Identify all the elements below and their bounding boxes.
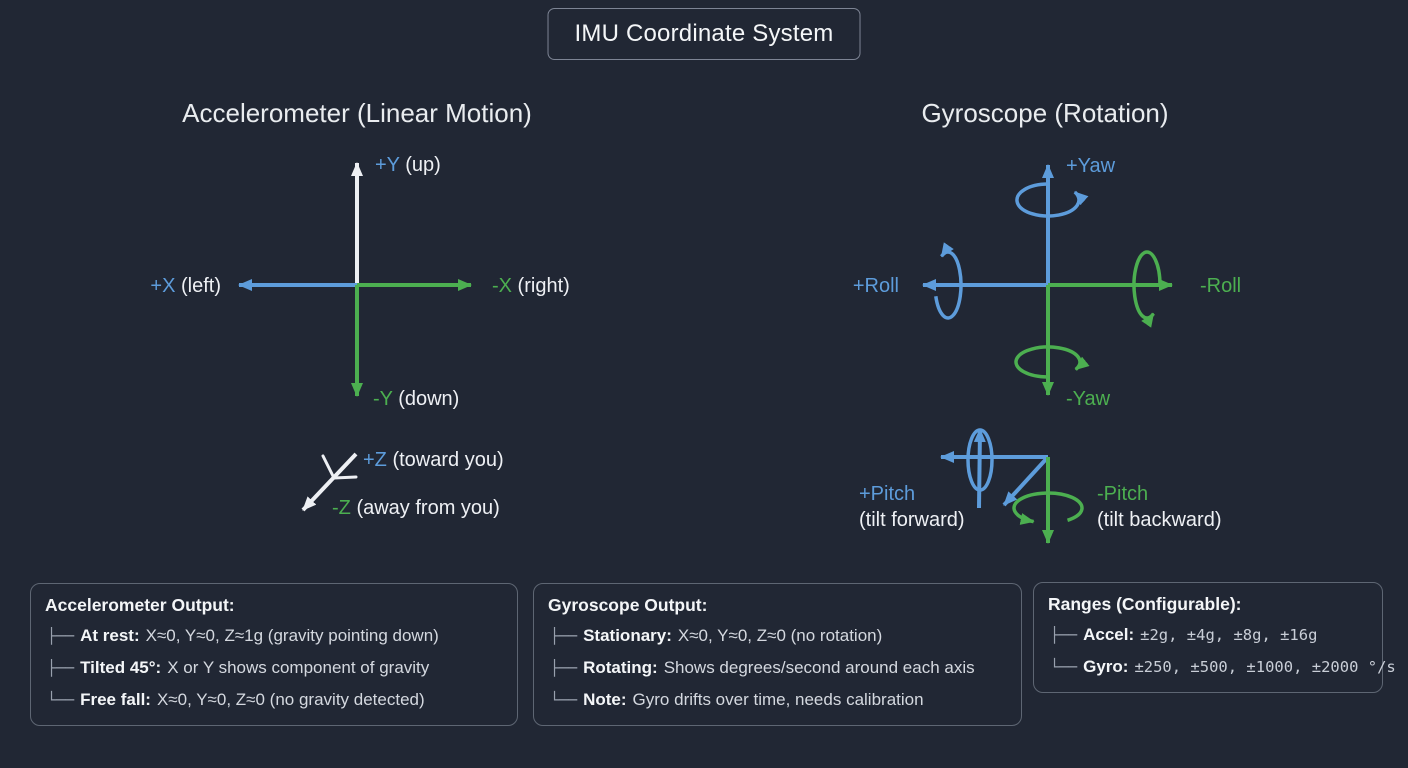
axis-desc: (toward you) xyxy=(386,449,504,471)
range-row: └── Gyro: ±250, ±500, ±1000, ±2000 °/s xyxy=(1048,651,1396,683)
accel-label-minus-x: -X (right) xyxy=(492,275,570,298)
gyro-label-plus-pitch: +Pitch (tilt forward) xyxy=(859,481,965,533)
tree-branch-glyph: └── xyxy=(47,691,75,709)
pitch-green-rotation-ellipse xyxy=(1012,491,1084,525)
row-text: X≈0, Y≈0, Z≈1g (gravity pointing down) xyxy=(145,626,439,645)
gyroscope-output-box: Gyroscope Output: ├── Stationary: X≈0, Y≈0… xyxy=(533,583,1022,726)
tree-branch-glyph: ├── xyxy=(47,659,75,677)
output-row: ├── At rest: X≈0, Y≈0, Z≈1g (gravity point… xyxy=(45,620,503,652)
gyro-label-minus-pitch: -Pitch (tilt backward) xyxy=(1097,481,1221,533)
axis-name: -Z xyxy=(332,497,351,519)
accelerometer-output-box: Accelerometer Output: ├── At rest: X≈0, Y≈… xyxy=(30,583,518,726)
gyroscope-heading: Gyroscope (Rotation) xyxy=(921,98,1169,128)
row-text: Gyro drifts over time, needs calibration xyxy=(632,690,924,709)
pitch-diagonal-arrow xyxy=(1002,455,1050,507)
axis-name: -X xyxy=(492,275,512,297)
box-title: Gyroscope Output: xyxy=(548,595,708,615)
accel-label-plus-z: +Z (toward you) xyxy=(363,449,504,472)
row-text: X≈0, Y≈0, Z≈0 (no rotation) xyxy=(677,626,883,645)
row-label: Stationary: xyxy=(583,626,672,645)
gyro-label-plus-roll: +Roll xyxy=(852,275,899,297)
row-label: Gyro: xyxy=(1083,657,1129,676)
accelerometer-heading: Accelerometer (Linear Motion) xyxy=(182,98,532,128)
box-rows: ├── Accel: ±2g, ±4g, ±8g, ±16g └── Gyro: ±25… xyxy=(1048,619,1396,683)
box-rows: ├── At rest: X≈0, Y≈0, Z≈1g (gravity point… xyxy=(45,620,503,716)
box-title: Accelerometer Output: xyxy=(45,595,235,615)
axis-name: +X xyxy=(150,275,176,297)
axis-name: +Z xyxy=(363,449,387,471)
row-text: X or Y shows component of gravity xyxy=(167,658,430,677)
output-row: ├── Rotating: Shows degrees/second around … xyxy=(548,652,1007,684)
output-row: ├── Stationary: X≈0, Y≈0, Z≈0 (no rotation… xyxy=(548,620,1007,652)
pitch-name: -Pitch xyxy=(1097,483,1149,505)
gyro-plus-roll-rotation-ellipse xyxy=(934,242,963,320)
gyro-minus-yaw-rotation-ellipse xyxy=(1014,345,1090,379)
page-title: IMU Coordinate System xyxy=(547,8,861,60)
row-label: Free fall: xyxy=(80,690,151,709)
pitch-up-arrow xyxy=(973,428,986,509)
box-title: Ranges (Configurable): xyxy=(1048,594,1242,614)
tree-branch-glyph: └── xyxy=(550,691,578,709)
row-text: ±2g, ±4g, ±8g, ±16g xyxy=(1140,626,1318,644)
pitch-sub: (tilt backward) xyxy=(1097,509,1222,531)
accel-label-minus-z: -Z (away from you) xyxy=(332,497,500,520)
gyro-label-minus-roll: -Roll xyxy=(1200,275,1242,297)
axis-name: +Y xyxy=(375,154,400,176)
tree-branch-glyph: ├── xyxy=(1050,626,1078,644)
tree-branch-glyph: ├── xyxy=(550,659,578,677)
row-text: ±250, ±500, ±1000, ±2000 °/s xyxy=(1134,658,1396,676)
row-label: Accel: xyxy=(1083,625,1135,644)
tree-branch-glyph: └── xyxy=(1050,658,1078,676)
axis-desc: (right) xyxy=(512,275,570,297)
gyro-label-minus-yaw: -Yaw xyxy=(1066,388,1111,410)
axis-desc: (away from you) xyxy=(350,497,500,519)
accel-plus-z-open-arrowhead xyxy=(321,454,358,480)
pitch-sub: (tilt forward) xyxy=(859,509,965,531)
output-row: └── Note: Gyro drifts over time, needs cal… xyxy=(548,684,1007,716)
pitch-name: +Pitch xyxy=(859,483,916,505)
output-row: ├── Tilted 45°: X or Y shows component of … xyxy=(45,652,503,684)
gyro-minus-roll-rotation-ellipse xyxy=(1132,250,1162,328)
gyro-label-plus-yaw: +Yaw xyxy=(1066,155,1116,177)
box-rows: ├── Stationary: X≈0, Y≈0, Z≈0 (no rotation… xyxy=(548,620,1007,716)
row-label: At rest: xyxy=(80,626,140,645)
axis-desc: (up) xyxy=(399,154,441,176)
accel-label-plus-y: +Y (up) xyxy=(375,154,441,177)
tree-branch-glyph: ├── xyxy=(47,627,75,645)
accel-z-axis-arrow xyxy=(301,452,358,512)
ranges-box: Ranges (Configurable): ├── Accel: ±2g, ±4g… xyxy=(1033,582,1396,693)
row-text: Shows degrees/second around each axis xyxy=(663,658,975,677)
pitch-blue-rotation-ellipse xyxy=(966,428,994,492)
accel-label-minus-y: -Y (down) xyxy=(373,388,459,411)
accel-label-plus-x: +X (left) xyxy=(150,275,221,298)
range-row: ├── Accel: ±2g, ±4g, ±8g, ±16g xyxy=(1048,619,1368,651)
page-title-text: IMU Coordinate System xyxy=(574,20,834,47)
row-text: X≈0, Y≈0, Z≈0 (no gravity detected) xyxy=(156,690,425,709)
row-label: Tilted 45°: xyxy=(80,658,162,677)
gyro-plus-yaw-rotation-ellipse xyxy=(1015,182,1089,218)
row-label: Note: xyxy=(583,690,627,709)
tree-branch-glyph: ├── xyxy=(550,627,578,645)
axis-desc: (down) xyxy=(392,388,460,410)
row-label: Rotating: xyxy=(583,658,658,677)
axis-name: -Y xyxy=(373,388,393,410)
output-row: └── Free fall: X≈0, Y≈0, Z≈0 (no gravity d… xyxy=(45,684,503,716)
axis-desc: (left) xyxy=(175,275,221,297)
